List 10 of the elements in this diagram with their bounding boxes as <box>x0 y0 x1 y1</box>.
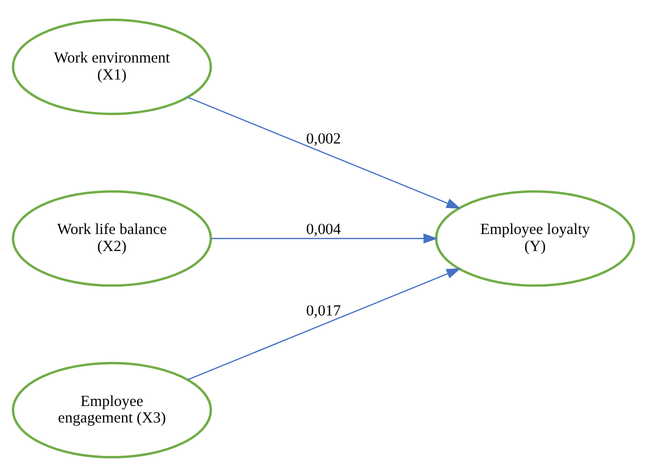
node-ellipse: Employee loyalty (Y) <box>434 190 636 286</box>
arrow <box>211 233 438 243</box>
edge-label: 0,017 <box>306 302 341 319</box>
edge-label: 0,002 <box>306 130 341 148</box>
node-ellipse: Work environment (X1) <box>12 18 212 115</box>
node-ellipse: Work life balance (X2) <box>12 190 212 286</box>
edge-label: 0,004 <box>306 220 341 238</box>
arrow <box>188 268 461 380</box>
arrow <box>188 96 461 208</box>
node-ellipse: Employee engagement (X3) <box>12 361 212 458</box>
